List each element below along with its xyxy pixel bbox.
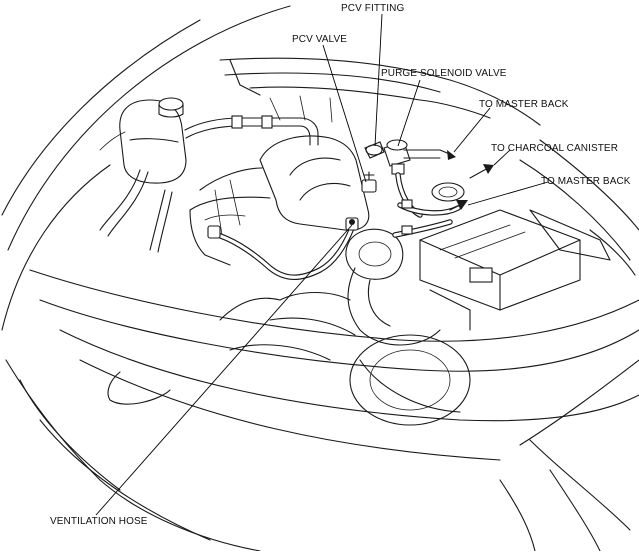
front-body-right	[349, 139, 639, 426]
label-ventilation-hose: VENTILATION HOSE	[50, 516, 148, 527]
battery	[419, 209, 581, 331]
arrow-to-master-back-1	[447, 150, 456, 160]
vacuum-hoses	[392, 172, 465, 238]
hood-outline	[1, 5, 639, 552]
leader-lines	[95, 13, 549, 516]
pcv-fitting	[364, 141, 385, 159]
label-pcv-valve: PCV VALVE	[292, 34, 347, 45]
pcv-valve	[361, 171, 377, 193]
ventilation-hose	[207, 217, 359, 280]
arrow-to-charcoal-canister	[483, 164, 494, 174]
cowl-panel	[219, 57, 541, 126]
label-to-charcoal-canister: TO CHARCOAL CANISTER	[491, 143, 619, 154]
coolant-reservoir	[99, 97, 187, 184]
label-to-master-back-2: TO MASTER BACK	[541, 176, 631, 187]
flow-arrows	[439, 149, 494, 211]
label-pcv-fitting: PCV FITTING	[341, 3, 405, 14]
intake-assembly	[219, 228, 441, 361]
arrow-to-master-back-2	[456, 200, 468, 210]
label-purge-solenoid-valve: PURGE SOLENOID VALVE	[381, 68, 507, 79]
coolant-hose	[99, 115, 319, 253]
label-to-master-back-1: TO MASTER BACK	[479, 99, 569, 110]
purge-solenoid-valve	[383, 139, 441, 175]
